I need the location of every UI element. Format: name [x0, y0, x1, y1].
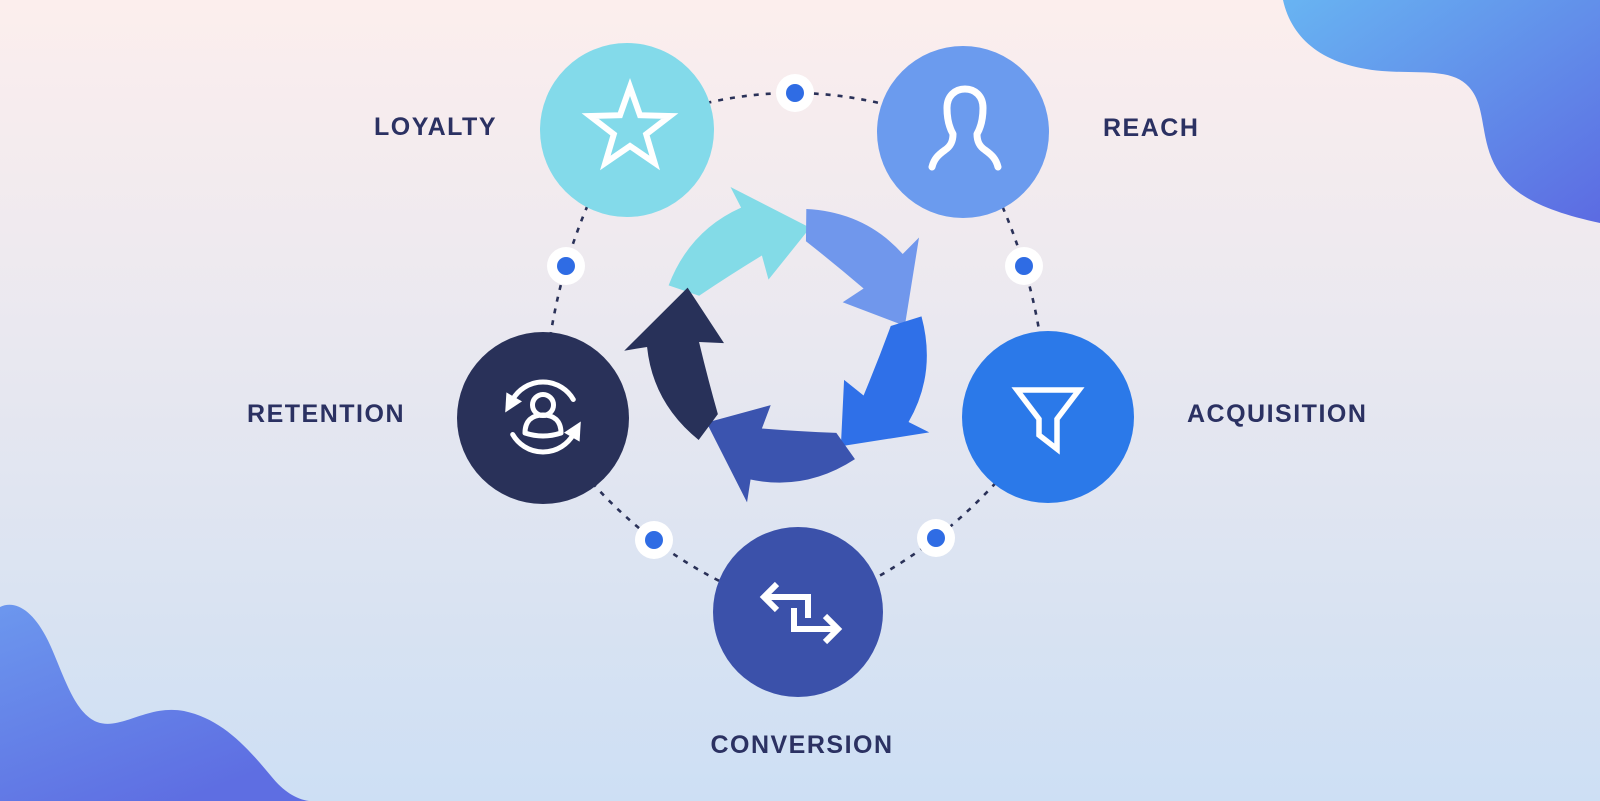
stage-circle-acquisition — [962, 331, 1134, 503]
connector-dot-bottom-left — [635, 521, 673, 559]
cycle-arrow-reach — [805, 209, 920, 326]
stage-node-conversion — [713, 527, 883, 697]
star-icon — [581, 78, 679, 171]
cycle-arrow-acquisition — [840, 316, 930, 447]
stage-label-acquisition: ACQUISITION — [1187, 400, 1368, 428]
corner-blob-top-right — [1283, 0, 1600, 223]
connector-dot-right — [1005, 247, 1043, 285]
stage-node-retention — [457, 332, 629, 504]
cycle-arrow-retention — [624, 287, 725, 440]
cycle-arrow-conversion — [706, 405, 855, 503]
cycle-arrow-loyalty — [668, 187, 811, 296]
person-refresh-icon — [505, 379, 581, 455]
corner-blob-bottom-left — [0, 604, 309, 801]
connector-dot-left — [547, 247, 585, 285]
stage-circle-loyalty — [540, 43, 714, 217]
stage-label-reach: REACH — [1103, 114, 1200, 142]
stage-label-loyalty: LOYALTY — [373, 113, 497, 141]
stage-circle-conversion — [713, 527, 883, 697]
connector-dot-bottom-right — [917, 519, 955, 557]
stage-node-reach — [877, 46, 1049, 218]
stage-node-acquisition — [962, 331, 1134, 503]
connector-dot-top — [776, 74, 814, 112]
person-icon — [928, 85, 1002, 171]
stage-node-loyalty — [540, 43, 714, 217]
cycle-arrows — [624, 187, 930, 503]
swap-arrows-icon — [759, 581, 843, 645]
stage-circle-reach — [877, 46, 1049, 218]
funnel-icon — [1011, 387, 1085, 455]
stage-label-retention: RETENTION — [247, 400, 405, 428]
stage-label-conversion: CONVERSION — [710, 731, 894, 759]
